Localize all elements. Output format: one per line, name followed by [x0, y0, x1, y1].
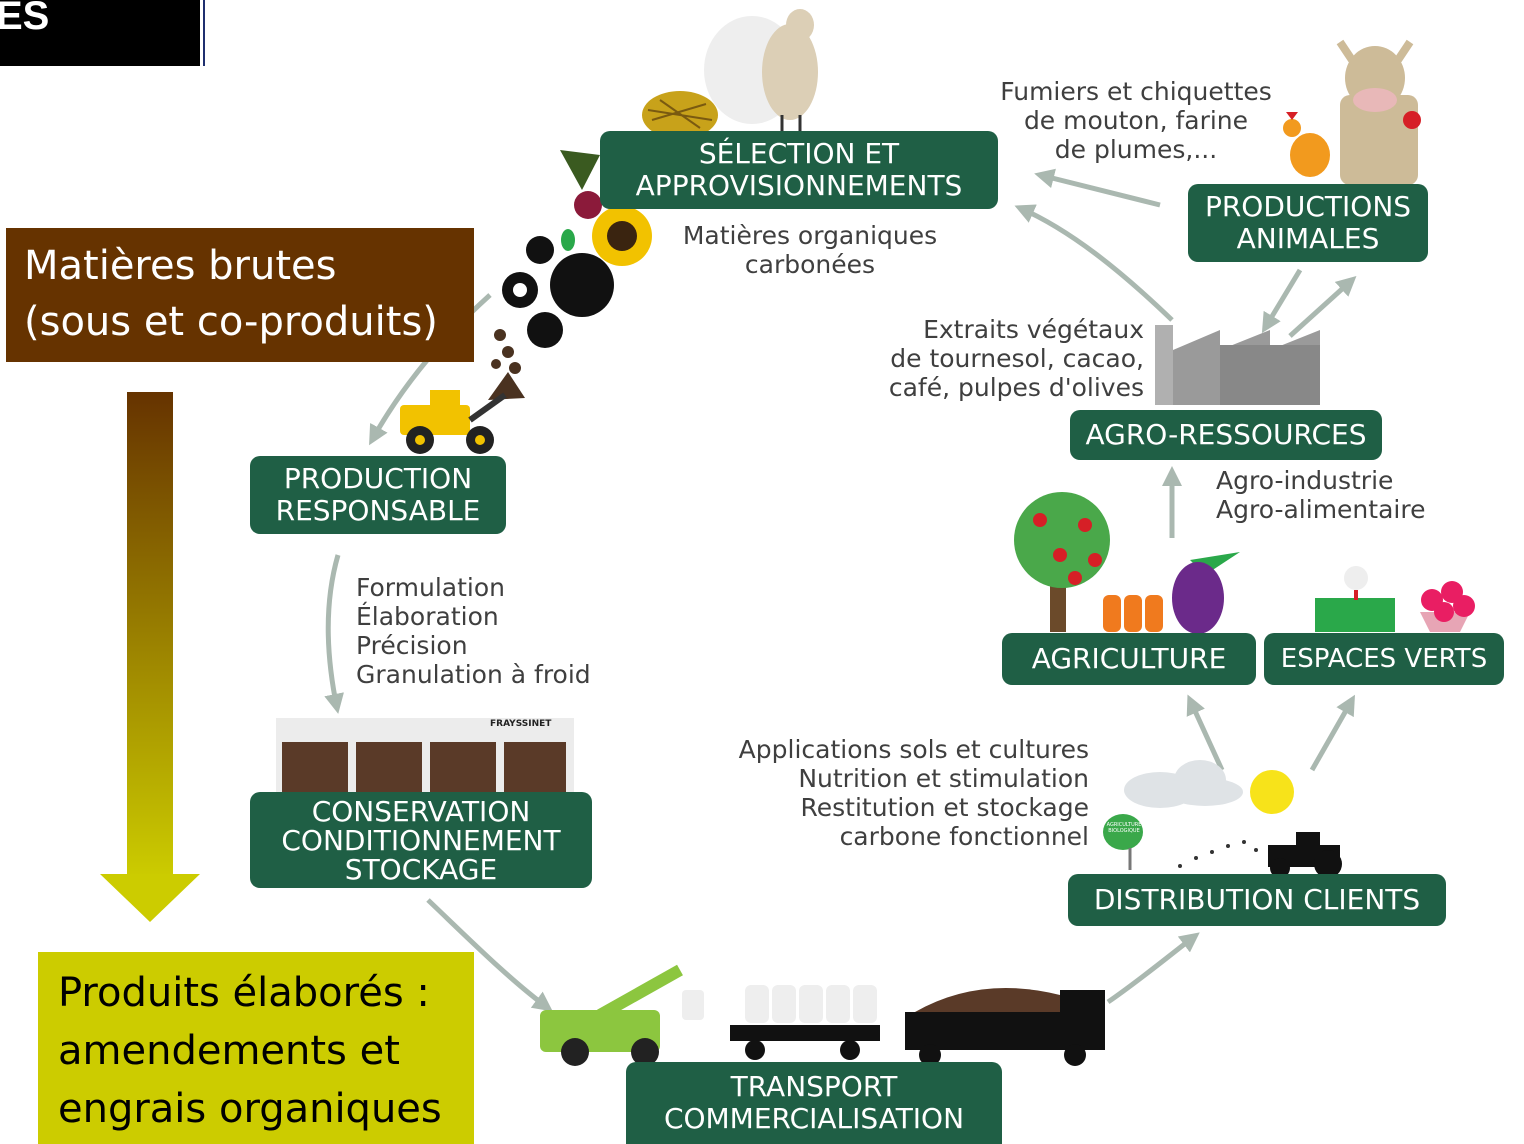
node-distribution: DISTRIBUTION CLIENTS: [1068, 874, 1446, 926]
cloud-icon: [1124, 760, 1243, 808]
note-line: Granulation à froid: [356, 660, 591, 689]
finished-products-box: Produits élaborés : amendements et engra…: [38, 952, 474, 1144]
grape-icon: [1172, 552, 1240, 634]
note-line: de tournesol, cacao,: [890, 344, 1144, 373]
brand-label: FRAYSSINET: [490, 719, 552, 729]
note-line: Précision: [356, 631, 468, 660]
sign-icon: [1103, 814, 1143, 870]
note-matieres-organiques: Matières organiques carbonées: [670, 221, 950, 279]
arrow-icon: [1288, 275, 1357, 338]
node-productions-animales: PRODUCTIONS ANIMALES: [1188, 184, 1428, 262]
node-label: PRODUCTIONS: [1204, 190, 1412, 223]
node-label: PRODUCTION: [283, 462, 473, 495]
rooster-icon: [1283, 112, 1330, 177]
raw-materials-line: (sous et co-produits): [24, 299, 438, 345]
note-line: Applications sols et cultures: [738, 735, 1089, 764]
node-espaces-verts: ESPACES VERTS: [1264, 633, 1504, 685]
node-label: AGRO-RESSOURCES: [1085, 418, 1367, 451]
node-label: RESPONSABLE: [275, 494, 481, 527]
note-line: de plumes,...: [1054, 135, 1218, 164]
note-line: carbone fonctionnel: [839, 822, 1089, 851]
note-agro-industrie: Agro-industrie Agro-alimentaire: [1216, 466, 1456, 524]
tractor-icon: [1178, 832, 1342, 878]
note-line: Agro-industrie: [1216, 466, 1394, 495]
node-transport: TRANSPORT COMMERCIALISATION: [626, 1062, 1002, 1144]
apple-tree-icon: [1014, 492, 1110, 632]
node-label: CONDITIONNEMENT: [281, 823, 561, 857]
node-label: COMMERCIALISATION: [663, 1102, 965, 1135]
node-agriculture: AGRICULTURE: [1002, 633, 1256, 685]
nest-icon: [642, 91, 718, 139]
cow-icon: [1336, 39, 1421, 185]
cycle-arrows: [324, 168, 1357, 1012]
corner-title: ES: [0, 0, 200, 66]
note-applications: Applications sols et cultures Nutrition …: [715, 735, 1089, 851]
node-label: TRANSPORT: [730, 1070, 898, 1103]
raw-materials-line: Matières brutes: [24, 243, 337, 289]
note-line: Formulation: [356, 573, 505, 602]
note-line: carbonées: [744, 250, 876, 279]
node-label: ESPACES VERTS: [1280, 644, 1488, 674]
arrow-icon: [1261, 268, 1303, 334]
carrot-icon: [1103, 595, 1163, 632]
sunflower-icon: [592, 206, 652, 266]
node-selection: SÉLECTION ET APPROVISIONNEMENTS: [600, 131, 998, 209]
note-line: Restitution et stockage: [800, 793, 1090, 822]
finished-products-line: engrais organiques: [58, 1086, 442, 1132]
arrow-icon: [1034, 168, 1161, 208]
sheep-icon: [704, 9, 818, 132]
raw-materials-box: Matières brutes (sous et co-produits): [6, 228, 474, 362]
arrow-icon: [1186, 694, 1225, 772]
note-formulation: Formulation Élaboration Précision Granul…: [356, 573, 616, 689]
note-fumiers: Fumiers et chiquettes de mouton, farine …: [985, 77, 1287, 164]
node-label: AGRICULTURE: [1031, 642, 1227, 675]
node-label: CONSERVATION: [311, 794, 531, 828]
node-agro-ressources: AGRO-RESSOURCES: [1070, 410, 1382, 460]
flower-icon: [1420, 581, 1475, 632]
node-conservation: CONSERVATION CONDITIONNEMENT STOCKAGE: [250, 792, 592, 888]
note-line: Extraits végétaux: [923, 315, 1144, 344]
golf-ball-icon: [1315, 566, 1395, 632]
note-line: café, pulpes d'olives: [888, 373, 1144, 402]
note-line: de mouton, farine: [1023, 106, 1249, 135]
note-line: Matières organiques: [682, 221, 938, 250]
note-line: Élaboration: [356, 602, 499, 631]
telehandler-icon: [540, 964, 704, 1066]
sign-label: AGRICULTURE BIOLOGIQUE: [1106, 822, 1142, 834]
node-label: APPROVISIONNEMENTS: [635, 169, 963, 202]
process-arrow-icon: [100, 392, 200, 922]
note-line: Nutrition et stimulation: [798, 764, 1089, 793]
node-production-responsable: PRODUCTION RESPONSABLE: [250, 456, 506, 534]
arrow-icon: [1309, 694, 1355, 772]
pellets-icon: [488, 329, 525, 400]
arrow-icon: [1014, 204, 1174, 322]
factory-icon: [1155, 325, 1320, 405]
loader-icon: [400, 390, 507, 454]
beet-icon: [560, 150, 602, 219]
gear-icon: [502, 236, 614, 348]
arrow-icon: [426, 898, 553, 1012]
seed-icon: [561, 229, 575, 251]
note-extraits: Extraits végétaux de tournesol, cacao, c…: [860, 315, 1144, 402]
node-label: ANIMALES: [1236, 222, 1380, 255]
arrow-icon: [324, 554, 344, 714]
note-line: Fumiers et chiquettes: [1000, 77, 1272, 106]
corner-divider: [203, 0, 205, 66]
arrow-icon: [1106, 932, 1200, 1005]
finished-products-line: amendements et: [58, 1028, 400, 1074]
node-label: DISTRIBUTION CLIENTS: [1093, 883, 1421, 916]
sun-icon: [1250, 770, 1294, 814]
finished-products-line: Produits élaborés :: [58, 970, 430, 1016]
note-line: Agro-alimentaire: [1216, 495, 1426, 524]
storage-bins-icon: [276, 718, 574, 794]
node-label: STOCKAGE: [344, 852, 498, 886]
truck-icon: [730, 985, 1105, 1066]
node-label: SÉLECTION ET: [698, 137, 900, 170]
